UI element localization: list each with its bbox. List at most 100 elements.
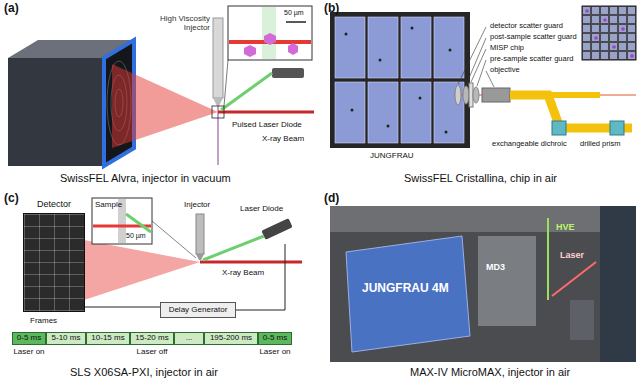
process-box: Delay Generator bbox=[160, 302, 236, 318]
zoom-line bbox=[152, 221, 196, 258]
photo-label: HVE bbox=[556, 222, 575, 232]
laser-path bbox=[552, 262, 596, 296]
detector-guard bbox=[455, 85, 461, 105]
part-label: objective bbox=[490, 66, 520, 75]
misp-chip bbox=[469, 83, 473, 107]
crystal bbox=[264, 33, 276, 45]
inset-box bbox=[228, 6, 312, 60]
node-heading: Detector bbox=[37, 200, 71, 210]
panel-letter: (c) bbox=[4, 192, 19, 206]
hve-injector bbox=[547, 218, 549, 300]
node-text: 0-5 ms bbox=[17, 334, 41, 343]
crystal bbox=[288, 43, 298, 55]
node-text: 15-20 ms bbox=[135, 334, 168, 343]
part-label: post-sample scatter guard bbox=[490, 33, 577, 42]
part-label: drilled prism bbox=[580, 140, 620, 149]
detector-modules bbox=[335, 17, 464, 143]
sample-stream bbox=[217, 106, 219, 165]
inset-laser bbox=[262, 7, 276, 59]
part-label: X-ray Beam bbox=[222, 268, 264, 277]
frame-cell: 15-20 ms bbox=[130, 332, 174, 345]
laser-beam bbox=[221, 73, 272, 110]
node-text: 5-10 ms bbox=[52, 334, 81, 343]
injector-nozzle bbox=[213, 98, 223, 106]
xray-beam bbox=[218, 111, 314, 114]
part-label: MISP chip bbox=[490, 44, 524, 53]
injector bbox=[213, 18, 223, 98]
injector bbox=[196, 214, 204, 254]
panel-letter: (b) bbox=[324, 2, 339, 16]
scale-label: 50 µm bbox=[126, 232, 146, 240]
panel-caption: SLS X06SA-PXI, injector in air bbox=[70, 366, 218, 379]
photo-diffractometer bbox=[478, 236, 536, 326]
leader-lines bbox=[458, 27, 494, 87]
panel-caption: MAX-IV MicroMAX, injector in air bbox=[410, 366, 570, 379]
axis-label: Frames bbox=[30, 316, 57, 325]
laser-diode bbox=[261, 218, 292, 240]
part-label: Laser Diode bbox=[240, 204, 283, 213]
part-label: Pulsed Laser Diode bbox=[232, 120, 302, 129]
objective bbox=[482, 88, 510, 102]
laser-beam bbox=[203, 236, 264, 260]
panel-caption: SwissFEL Cristallina, chip in air bbox=[404, 172, 557, 185]
panel-letter: (a) bbox=[4, 2, 19, 16]
part-label: Injector bbox=[184, 200, 210, 209]
chip-crystals bbox=[585, 9, 634, 58]
post-guard bbox=[463, 86, 469, 104]
part-label: pre-sample scatter guard bbox=[490, 55, 573, 64]
inset-laser bbox=[126, 214, 151, 232]
photo-ceiling bbox=[330, 206, 636, 232]
timing-label: Laser on bbox=[13, 347, 44, 356]
timing-label: Laser off bbox=[137, 347, 168, 356]
optical-tube bbox=[548, 92, 600, 98]
node-text: ... bbox=[186, 334, 193, 343]
jungfrau-detector bbox=[330, 12, 470, 148]
photo-label: JUNGFRAU 4M bbox=[362, 282, 449, 296]
panel-letter: (d) bbox=[324, 192, 339, 206]
panel-caption: SwissFEL Alvra, injector in vacuum bbox=[60, 172, 231, 185]
part-label: JUNGFRAU bbox=[370, 151, 414, 160]
frame-cell: 0-5 ms bbox=[12, 332, 46, 345]
dichroic-cube bbox=[552, 121, 566, 135]
diffraction-cone bbox=[112, 64, 218, 148]
photo-rack bbox=[600, 206, 636, 362]
pre-guard bbox=[473, 87, 479, 103]
node-text: Delay Generator bbox=[169, 306, 228, 315]
scale-label: 50 µm bbox=[284, 9, 304, 17]
part-label: exchangeable dichroic bbox=[492, 140, 567, 149]
scale-bar bbox=[286, 21, 306, 23]
part-label: High Viscosity Injector bbox=[150, 14, 210, 32]
node-text: 0-5 ms bbox=[263, 334, 287, 343]
inset-box bbox=[92, 198, 152, 244]
part-label: detector scatter guard bbox=[490, 22, 563, 31]
node-text: 195-200 ms bbox=[210, 334, 252, 343]
signal-wire bbox=[84, 307, 160, 308]
photo bbox=[330, 206, 636, 362]
laser-diode bbox=[272, 68, 304, 78]
timing-label: Laser on bbox=[259, 347, 290, 356]
frame-cell: 0-5 ms bbox=[258, 332, 292, 345]
photo-label: Laser bbox=[560, 250, 584, 260]
jungfrau-4m-detector bbox=[346, 236, 470, 352]
photo-stand bbox=[570, 300, 594, 340]
detector-body bbox=[8, 58, 104, 166]
frame-cell: 10-15 ms bbox=[86, 332, 130, 345]
part-label: Sample bbox=[95, 200, 122, 209]
frame-cell: 5-10 ms bbox=[46, 332, 86, 345]
prism-cube bbox=[610, 121, 624, 135]
frame-cell: 195-200 ms bbox=[204, 332, 258, 345]
diffraction-cone bbox=[84, 240, 200, 300]
crystal bbox=[244, 45, 256, 57]
detector-spots bbox=[345, 27, 452, 134]
detector-node: Detector bbox=[24, 200, 84, 312]
chip-inset bbox=[582, 6, 636, 60]
zoom-line bbox=[224, 60, 228, 106]
part-label: X-ray Beam bbox=[262, 134, 304, 143]
photo-label: MD3 bbox=[486, 262, 505, 272]
node-text: 10-15 ms bbox=[91, 334, 124, 343]
xray-beam bbox=[200, 261, 302, 264]
zoom-box bbox=[212, 106, 224, 118]
detector-panel bbox=[23, 213, 85, 312]
frame-cell: ... bbox=[174, 332, 204, 345]
